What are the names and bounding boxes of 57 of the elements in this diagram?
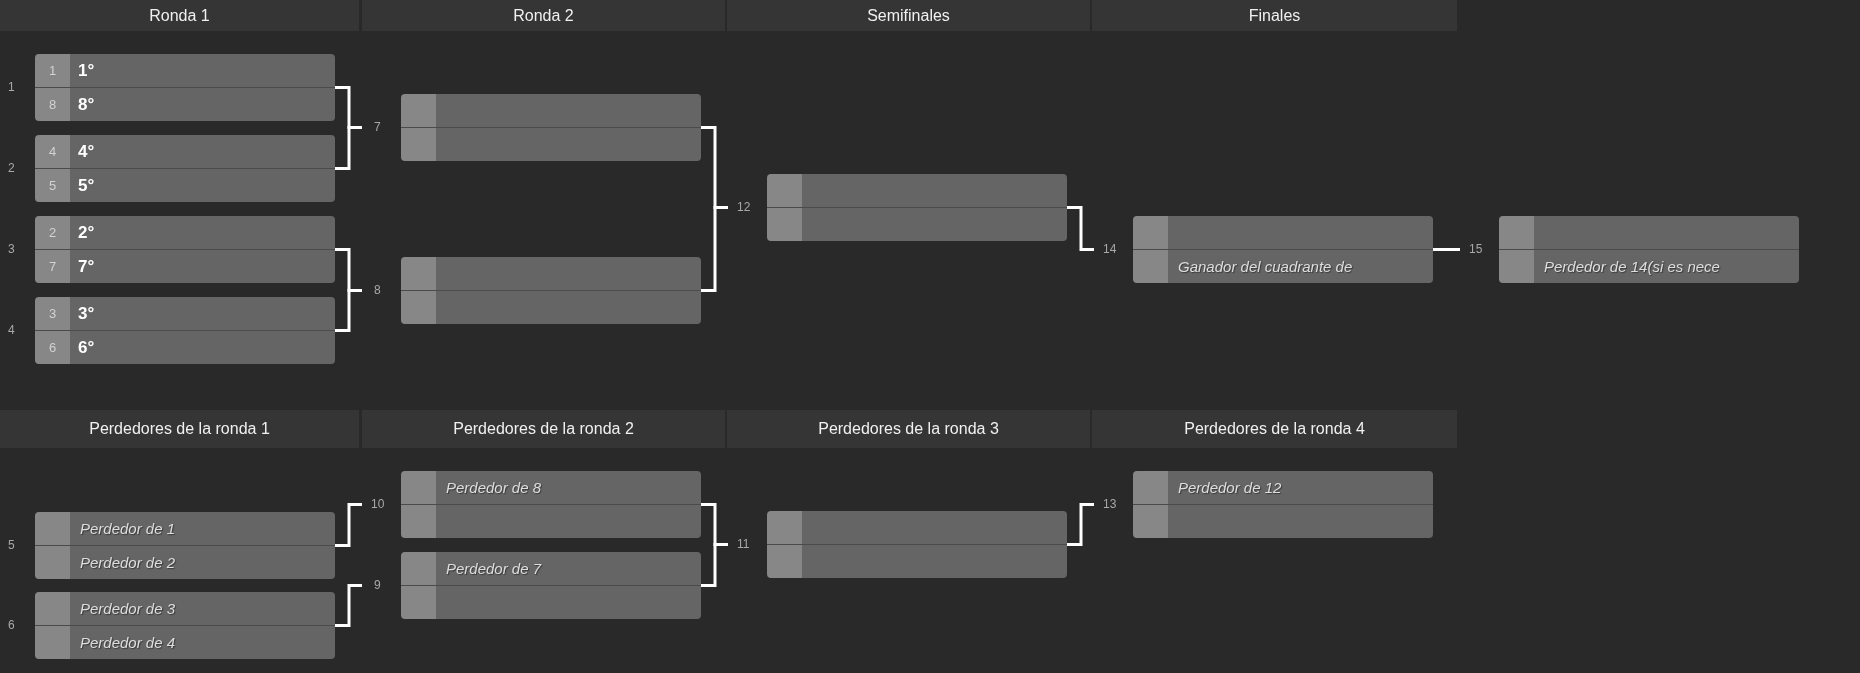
bracket-line [1067,503,1094,546]
team-name: 2° [78,223,95,242]
placeholder-text: Perdedor de 1 [80,520,176,537]
match-number: 4 [8,323,15,337]
bracket-line [1433,248,1460,251]
match-number: 10 [371,497,385,511]
placeholder-text: Perdedor de 14(si es nece [1544,258,1720,275]
round-header: Perdedores de la ronda 3 [727,410,1090,448]
seed-number: 5 [47,178,58,193]
match-number: 5 [8,538,15,552]
seed-number: 8 [47,97,58,112]
match-number: 7 [374,120,381,134]
team-name: 3° [78,304,95,323]
match-number: 11 [737,537,750,551]
match-number: 15 [1469,242,1483,256]
seed-number: 3 [47,306,58,321]
match-number: 14 [1103,242,1117,256]
team-name: 1° [78,61,95,80]
match-number: 3 [8,242,15,256]
seed-number: 4 [47,144,58,159]
match-number: 1 [8,80,15,94]
match-number: 9 [374,578,381,592]
team-name: 6° [78,338,95,357]
round-header: Perdedores de la ronda 4 [1092,410,1457,448]
round-header: Perdedores de la ronda 2 [362,410,725,448]
round-header: Finales [1092,0,1457,31]
round-header: Ronda 2 [362,0,725,31]
placeholder-text: Ganador del cuadrante de [1178,258,1353,275]
seed-number: 1 [47,63,58,78]
bracket-line [335,289,362,332]
seed-number: 6 [47,340,58,355]
match-number: 2 [8,161,15,175]
bracket-line [335,584,362,627]
team-name: 4° [78,142,95,161]
round-header: Ronda 1 [0,0,359,31]
match-number: 6 [8,618,15,632]
placeholder-text: Perdedor de 4 [80,634,176,651]
team-name: 5° [78,176,95,195]
bracket-line [1067,206,1094,251]
placeholder-text: Perdedor de 8 [446,479,542,496]
bracket-line [335,503,362,547]
placeholder-text: Perdedor de 7 [446,560,542,577]
seed-number: 2 [47,225,58,240]
round-header: Semifinales [727,0,1090,31]
placeholder-text: Perdedor de 2 [80,554,176,571]
team-name: 8° [78,95,95,114]
bracket-line [335,126,362,170]
team-name: 7° [78,257,95,276]
match-number: 13 [1103,497,1117,511]
bracket-line [701,543,728,587]
placeholder-text: Perdedor de 12 [1178,479,1282,496]
placeholder-text: Perdedor de 3 [80,600,176,617]
match-number: 12 [737,200,751,214]
bracket-line [701,206,728,292]
round-header: Perdedores de la ronda 1 [0,410,359,448]
match-number: 8 [374,283,381,297]
seed-number: 7 [47,259,58,274]
